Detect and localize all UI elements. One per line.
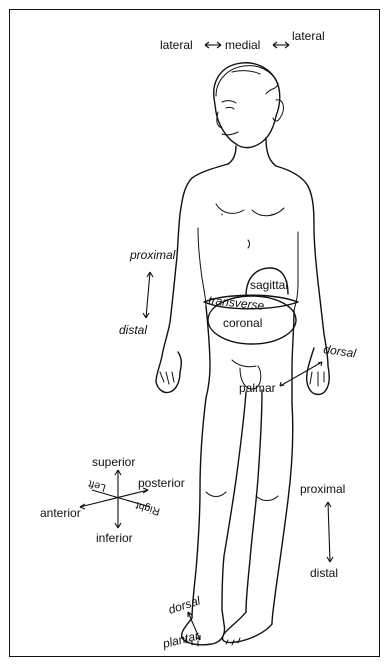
right-leg-outer [272,404,293,624]
label-medial: medial [225,38,260,52]
label-proximal-leg: proximal [300,482,345,496]
neck-outline [228,138,276,166]
label-superior: superior [92,455,135,469]
label-distal-leg: distal [310,566,338,580]
human-figure [156,63,329,646]
label-lateral-left: lateral [160,38,193,52]
proximal-distal-leg-arrow [328,502,330,562]
labels: lateral medial lateral proximal distal s… [40,29,357,651]
label-coronal: coronal [223,316,262,330]
right-fingers [310,372,324,386]
dorsal-palmar-arrow [280,362,322,386]
label-anterior: anterior [40,506,81,520]
face-details [217,101,238,135]
knee-details [206,492,278,501]
label-inferior: inferior [96,531,133,545]
label-left-axis: Left [87,477,107,493]
torso-side-left [198,228,206,306]
chest-details [216,204,284,248]
torso-side-right [294,232,298,310]
proximal-distal-arm-arrow [146,272,150,318]
direction-arrows [80,42,333,640]
label-right-axis: Right [134,499,161,517]
label-posterior: posterior [138,476,185,490]
left-fingers [160,372,174,384]
pelvis-outline-right [292,310,294,404]
label-lateral-right: lateral [292,29,325,43]
label-dorsal-foot: dorsal [167,593,203,617]
label-proximal-arm: proximal [129,248,176,262]
right-leg-inner [246,390,262,612]
label-plantar: plantar [160,628,201,651]
label-palmar: palmar [239,381,276,395]
label-distal-arm: distal [119,323,147,337]
right-foot [223,612,273,643]
left-leg-inner [222,392,246,610]
label-sagittal: sagittal [250,278,288,292]
left-leg-outer [192,398,206,618]
